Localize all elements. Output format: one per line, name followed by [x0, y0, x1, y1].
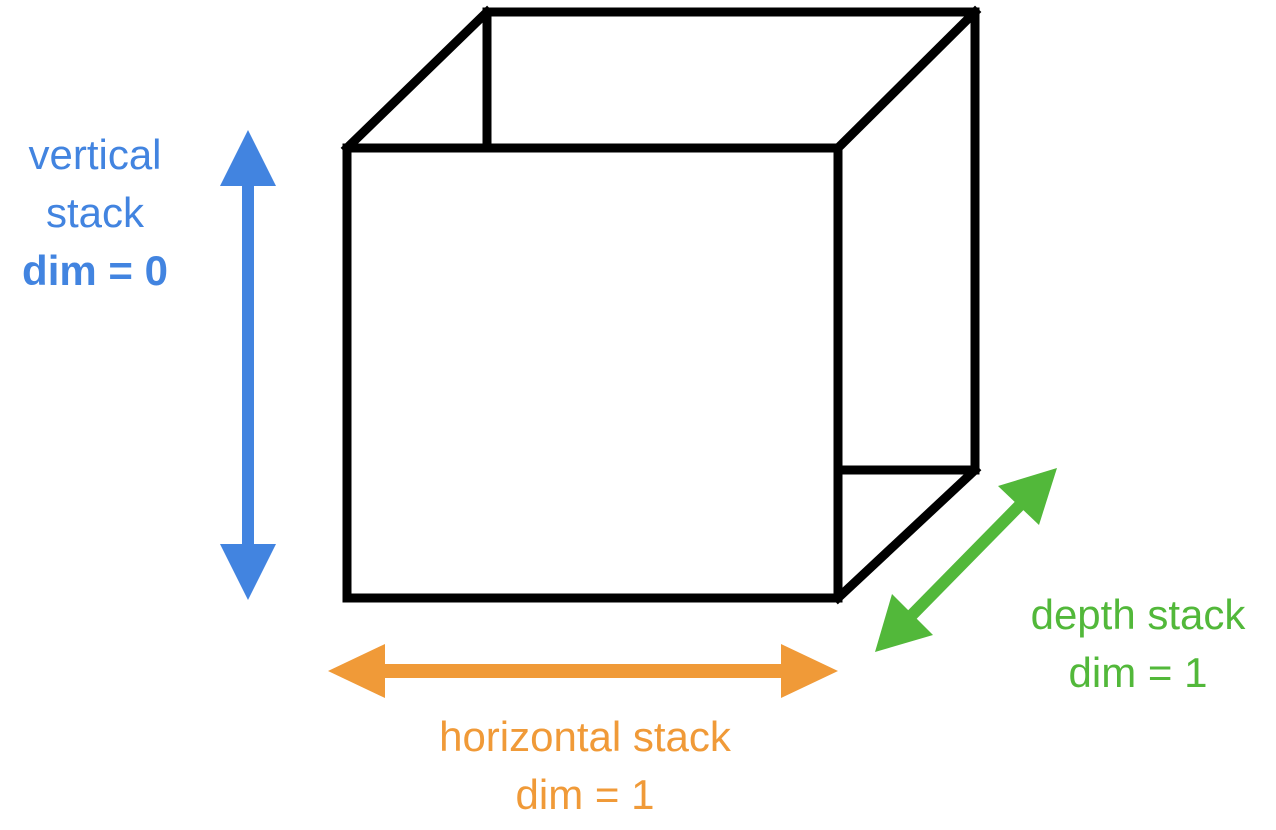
horizontal-arrow-head-left	[328, 644, 385, 698]
vertical-arrow	[220, 130, 276, 600]
horizontal-stack-label-line1: horizontal stack	[439, 713, 731, 760]
depth-stack-label-line1: depth stack	[1030, 591, 1246, 638]
depth-arrow	[875, 468, 1057, 652]
cube-edge-top-left	[340, 5, 494, 155]
depth-arrow-head-top-right	[998, 468, 1057, 525]
vertical-stack-dim-label: dim = 0	[22, 247, 168, 294]
vertical-arrow-shaft	[242, 180, 254, 550]
horizontal-stack-label: horizontal stack dim = 1	[385, 708, 785, 824]
vertical-stack-label: vertical stack dim = 0	[0, 126, 190, 300]
depth-stack-label: depth stack dim = 1	[1000, 586, 1276, 702]
horizontal-arrow	[328, 644, 838, 698]
depth-arrow-shaft	[903, 498, 1027, 624]
horizontal-arrow-head-right	[781, 644, 838, 698]
vertical-stack-label-line2: stack	[45, 189, 145, 236]
depth-stack-dim-label: dim = 1	[1068, 649, 1208, 696]
depth-arrow-head-bottom-left	[875, 594, 933, 652]
cube-edge-bottom-right	[831, 463, 982, 605]
vertical-arrow-head-bottom	[220, 544, 276, 600]
cube-front-face	[342, 143, 843, 603]
horizontal-arrow-shaft	[375, 664, 790, 678]
vertical-arrow-head-top	[220, 130, 276, 186]
vertical-stack-label-line1: vertical	[28, 131, 162, 178]
cube-edge-top-right	[831, 5, 982, 155]
cube-outline-icon	[340, 5, 982, 605]
horizontal-stack-dim-label: dim = 1	[515, 771, 655, 818]
